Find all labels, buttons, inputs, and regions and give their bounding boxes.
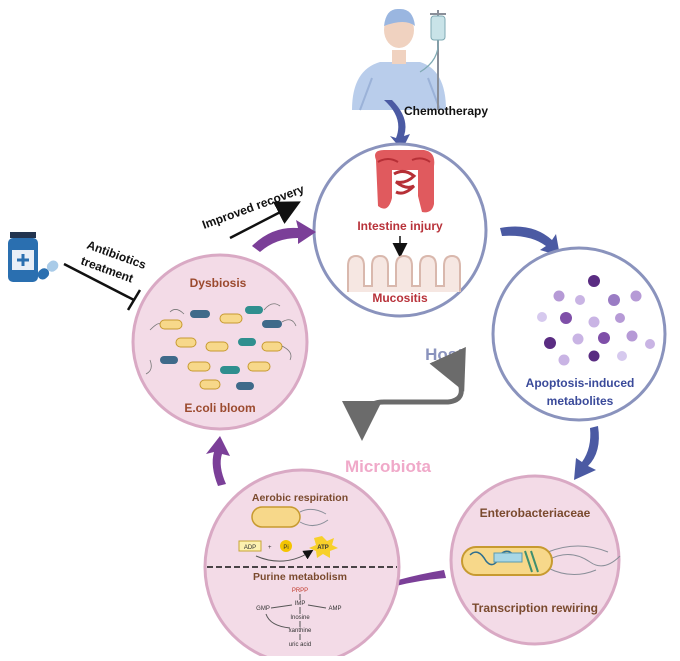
dysbiosis-label: Dysbiosis — [190, 276, 247, 290]
improved-recovery-arrow — [229, 201, 301, 240]
svg-text:+: + — [268, 545, 272, 551]
pill-icon — [37, 260, 59, 280]
villi-icon — [347, 254, 461, 292]
apoptosis-label-line1: Apoptosis-induced — [526, 376, 635, 390]
dysbiosis-circle: Dysbiosis E.coli bloom — [131, 253, 309, 431]
ecoli-bloom-label: E.coli bloom — [184, 401, 255, 415]
pi-label: Pi — [283, 545, 288, 551]
apoptosis-label-line2: metabolites — [547, 394, 614, 408]
arrow-to-dysbiosis — [206, 436, 230, 486]
metabolite-dots-icon — [537, 275, 655, 366]
xanthine-label: xanthine — [289, 628, 312, 634]
prpp-label: PRPP — [292, 588, 308, 594]
host-label: Host — [425, 345, 463, 364]
pi-badge — [280, 540, 292, 552]
intestine-icon — [375, 150, 435, 213]
enterobacteriaceae-label: Enterobacteriaceae — [480, 506, 591, 520]
atp-label: ATP — [317, 545, 329, 551]
arrow-to-intestine — [252, 220, 316, 252]
chemotherapy-arrow — [384, 100, 410, 150]
purine-metabolism-label: Purine metabolism — [253, 571, 347, 583]
bidirectional-arrow — [342, 346, 466, 441]
aerobic-respiration-label: Aerobic respiration — [252, 492, 348, 504]
patient-iv-icon — [352, 8, 446, 111]
atp-burst — [309, 536, 338, 558]
uric-acid-label: uric acid — [289, 642, 311, 648]
bacterium-icon — [461, 545, 621, 576]
medicine-bottle-icon — [8, 232, 38, 282]
amp-label: AMP — [328, 606, 341, 612]
apoptosis-circle: Apoptosis-induced metabolites — [491, 246, 667, 422]
chemotherapy-label: Chemotherapy — [404, 104, 488, 118]
intestine-circle: Intestine injury Mucositis — [312, 142, 488, 318]
gmp-label: GMP — [256, 606, 270, 612]
arrow-to-apoptosis — [500, 226, 560, 256]
arrow-to-enterobacteriaceae — [574, 426, 599, 480]
inosine-label: Inosine — [290, 615, 310, 621]
microbiota-label: Microbiota — [345, 457, 431, 476]
intestine-injury-label: Intestine injury — [357, 219, 443, 233]
adp-box — [238, 540, 262, 552]
enterobacteriaceae-circle: Enterobacteriaceae Transcription rewirin… — [449, 474, 621, 646]
purine-circle: Aerobic respiration ADP + Pi ATP Purine … — [203, 468, 401, 661]
transcription-rewiring-label: Transcription rewiring — [472, 601, 598, 615]
inhibition-line — [63, 262, 142, 311]
adp-label: ADP — [244, 545, 256, 551]
imp-label: IMP — [295, 601, 306, 607]
mucositis-label: Mucositis — [372, 291, 428, 305]
bacteria-cluster-icon — [145, 303, 297, 390]
